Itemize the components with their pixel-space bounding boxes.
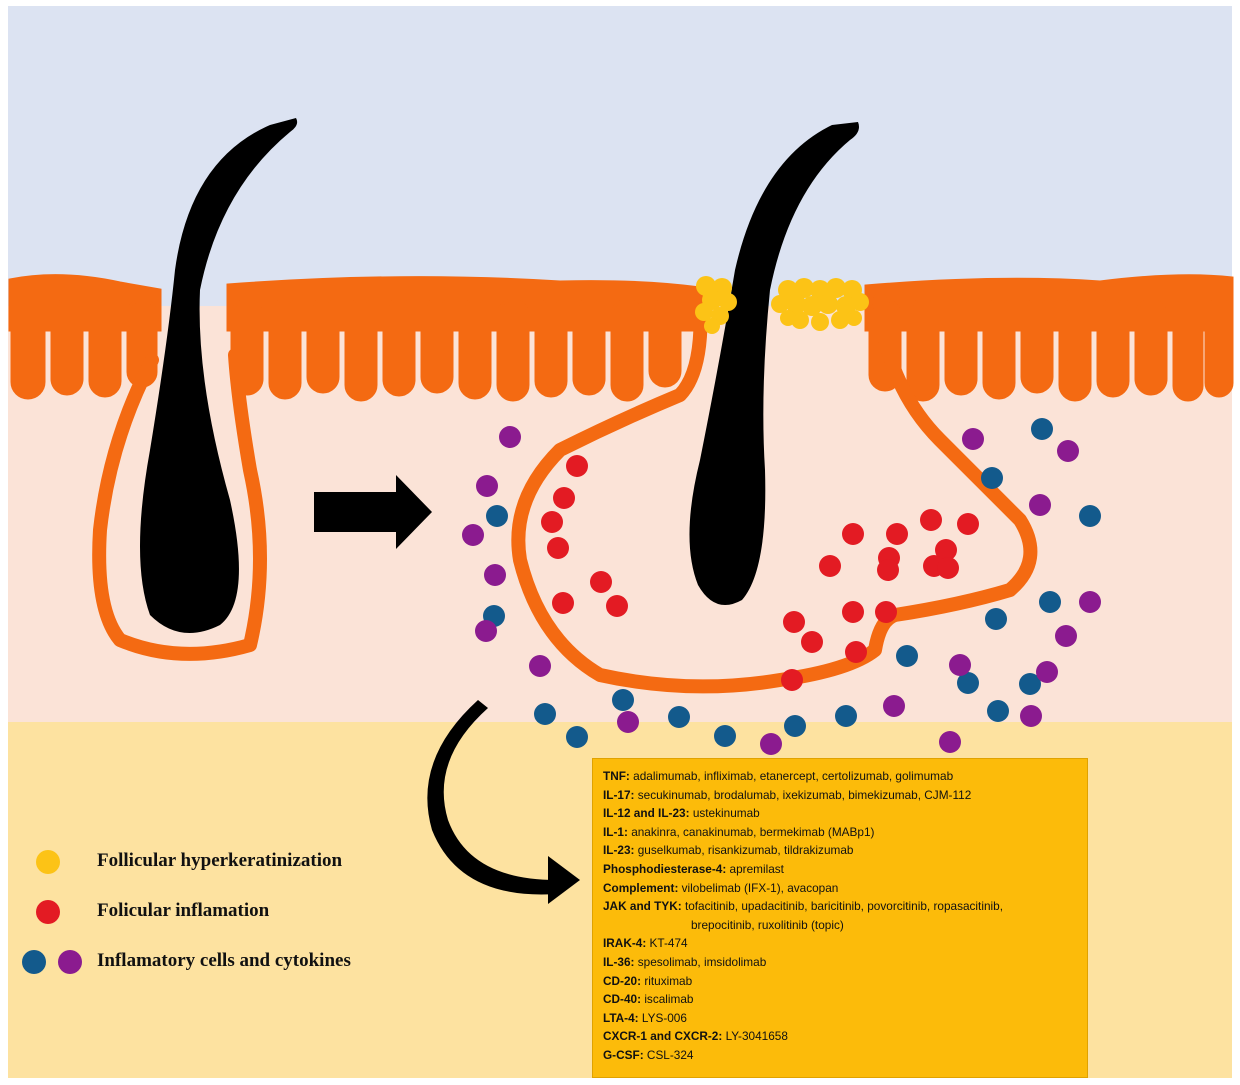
hair-shaft <box>140 118 298 633</box>
drug-agents: guselkumab, risankizumab, tildrakizumab <box>637 843 854 858</box>
drug-target: IL-36: <box>603 954 635 969</box>
drug-agents: anakinra, canakinumab, bermekimab (MABp1… <box>631 824 875 839</box>
drug-target: LTA-4: <box>603 1010 639 1025</box>
drug-target: Complement: <box>603 880 679 895</box>
drug-row: LTA-4: LYS-006 <box>603 1009 1079 1028</box>
drug-target: CXCR-1 and CXCR-2: <box>603 1029 723 1044</box>
sky-layer <box>8 6 1232 306</box>
drug-row: JAK and TYK: tofacitinib, upadacitinib, … <box>603 897 1079 916</box>
drug-row: IL-12 and IL-23: ustekinumab <box>603 804 1079 823</box>
drug-agents: LY-3041658 <box>725 1029 788 1044</box>
drug-box-bg <box>592 758 1088 1078</box>
drug-row: CD-20: rituximab <box>603 972 1079 991</box>
rete-ridges <box>10 298 1234 402</box>
drug-row: IL-23: guselkumab, risankizumab, tildrak… <box>603 841 1079 860</box>
legend-inflammation: Folicular inflamation <box>97 900 270 921</box>
follicle-sheath <box>92 348 267 661</box>
legend-hyperkeratinization: Follicular hyperkeratinization <box>97 850 343 871</box>
keratin-plugs <box>695 276 869 334</box>
drug-row: Phosphodiesterase-4: apremilast <box>603 860 1079 879</box>
drug-agents: CSL-324 <box>646 1047 694 1062</box>
drug-target: IRAK-4: <box>603 936 647 951</box>
legend-cells: Inflamatory cells and cytokines <box>97 950 351 971</box>
drug-target: TNF: <box>603 769 630 783</box>
legend-purple-dot <box>58 950 82 974</box>
drug-row: Complement: vilobelimab (IFX-1), avacopa… <box>603 879 1079 898</box>
drug-agents: apremilast <box>729 861 784 876</box>
drug-row: CD-40: iscalimab <box>603 990 1079 1009</box>
right-arrow <box>314 475 432 549</box>
legend-markers <box>22 850 82 974</box>
drug-agents: iscalimab <box>644 992 694 1007</box>
curved-arrow <box>427 700 580 904</box>
inflammatory-cells-blue <box>483 418 1101 748</box>
drug-list: TNF: adalimumab, infliximab, etanercept,… <box>592 758 1088 1078</box>
legend-blue-dot <box>22 950 46 974</box>
drug-target: IL-1: <box>603 824 628 839</box>
hair-shaft <box>689 122 859 605</box>
follicle-sheath-inflamed <box>511 293 1038 694</box>
drug-agents: KT-474 <box>649 936 688 951</box>
drug-row-continuation: brepocitinib, ruxolitinib (topic) <box>691 917 844 932</box>
drug-agents: rituximab <box>644 973 693 988</box>
drug-agents: LYS-006 <box>641 1010 687 1025</box>
drug-target: CD-20: <box>603 973 642 988</box>
inflammation-dots <box>541 455 979 691</box>
legend-keratin-dot <box>36 850 60 874</box>
cytokines-purple <box>462 426 1101 755</box>
legend-inflammation-dot <box>36 900 60 924</box>
drug-agents: secukinumab, brodalumab, ixekizumab, bim… <box>637 787 972 802</box>
drug-row: IL-1: anakinra, canakinumab, bermekimab … <box>603 823 1079 842</box>
drug-agents: vilobelimab (IFX-1), avacopan <box>681 880 839 895</box>
drug-row: IL-36: spesolimab, imsidolimab <box>603 953 1079 972</box>
drug-target: IL-23: <box>603 843 635 858</box>
drug-target: JAK and TYK: <box>603 899 682 914</box>
drug-target: G-CSF: <box>603 1047 644 1062</box>
drug-agents: tofacitinib, upadacitinib, baricitinib, … <box>684 899 1003 914</box>
inflamed-follicle <box>511 122 1038 694</box>
drug-agents: adalimumab, infliximab, etanercept, cert… <box>633 769 954 783</box>
drug-agents: ustekinumab <box>692 806 760 821</box>
drug-target: IL-12 and IL-23: <box>603 806 690 821</box>
epidermis <box>8 274 1234 402</box>
drug-row: TNF: adalimumab, infliximab, etanercept,… <box>603 767 1079 786</box>
drug-row: G-CSF: CSL-324 <box>603 1046 1079 1065</box>
drug-row: CXCR-1 and CXCR-2: LY-3041658 <box>603 1027 1079 1046</box>
drug-target: Phosphodiesterase-4: <box>603 861 727 876</box>
drug-target: IL-17: <box>603 787 635 802</box>
drug-row: IRAK-4: KT-474 <box>603 934 1079 953</box>
drug-target: CD-40: <box>603 992 642 1007</box>
healthy-follicle <box>92 118 298 661</box>
drug-row: IL-17: secukinumab, brodalumab, ixekizum… <box>603 786 1079 805</box>
drug-agents: spesolimab, imsidolimab <box>637 954 767 969</box>
